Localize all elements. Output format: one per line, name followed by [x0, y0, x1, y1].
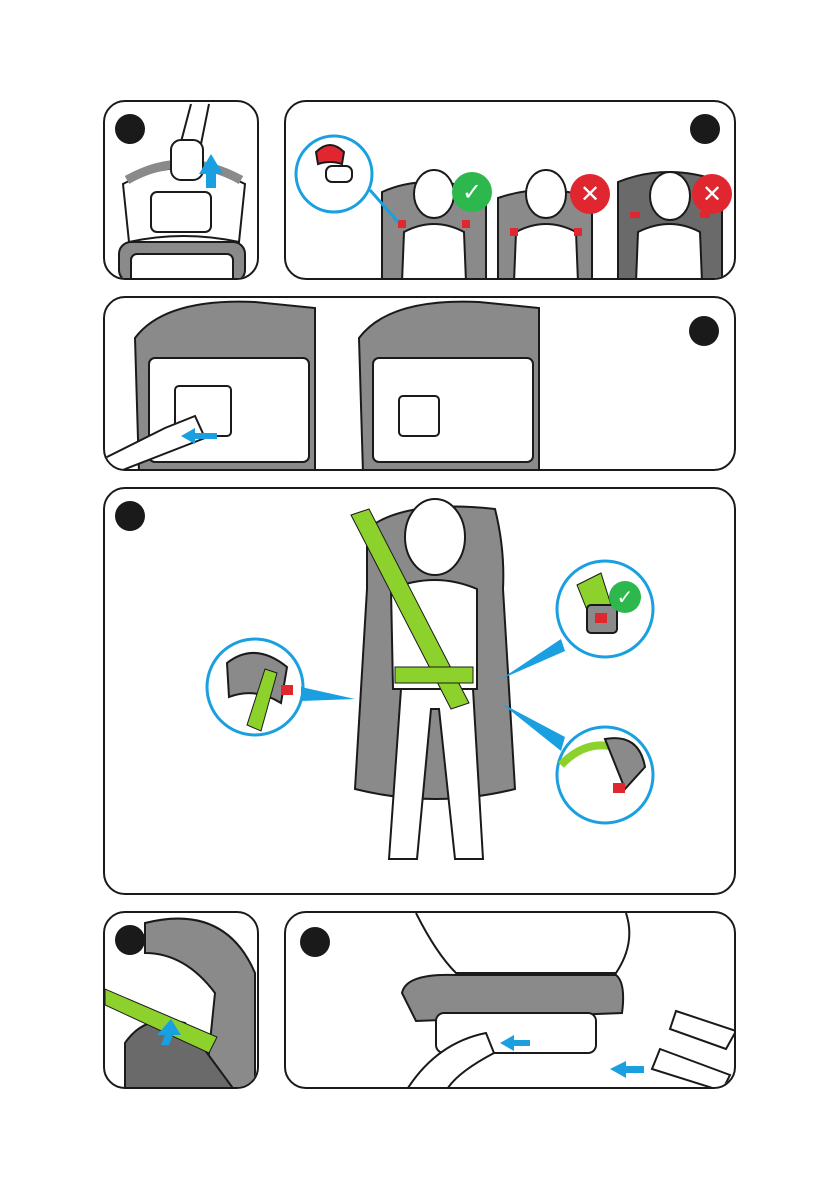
cross-icon: ✕ — [570, 174, 610, 214]
cross-icon: ✕ — [692, 174, 732, 214]
arrow-up-icon — [105, 102, 259, 280]
isofix-connectors-illustration — [286, 913, 736, 1089]
step-4-panel: ✓ — [103, 487, 736, 895]
check-icon: ✓ — [452, 172, 492, 212]
belt-routing-illustration — [105, 489, 736, 895]
step-2-panel: ✓ ✕ ✕ — [284, 100, 736, 280]
step-3-panel — [103, 296, 736, 471]
step-5-panel — [103, 911, 259, 1089]
step-6-panel — [284, 911, 736, 1089]
isofix-release-illustration — [105, 298, 736, 471]
shoulder-belt-guide-illustration — [105, 913, 259, 1089]
headrest-height-illustration — [286, 102, 736, 280]
step-1-panel — [103, 100, 259, 280]
check-icon: ✓ — [609, 581, 641, 613]
